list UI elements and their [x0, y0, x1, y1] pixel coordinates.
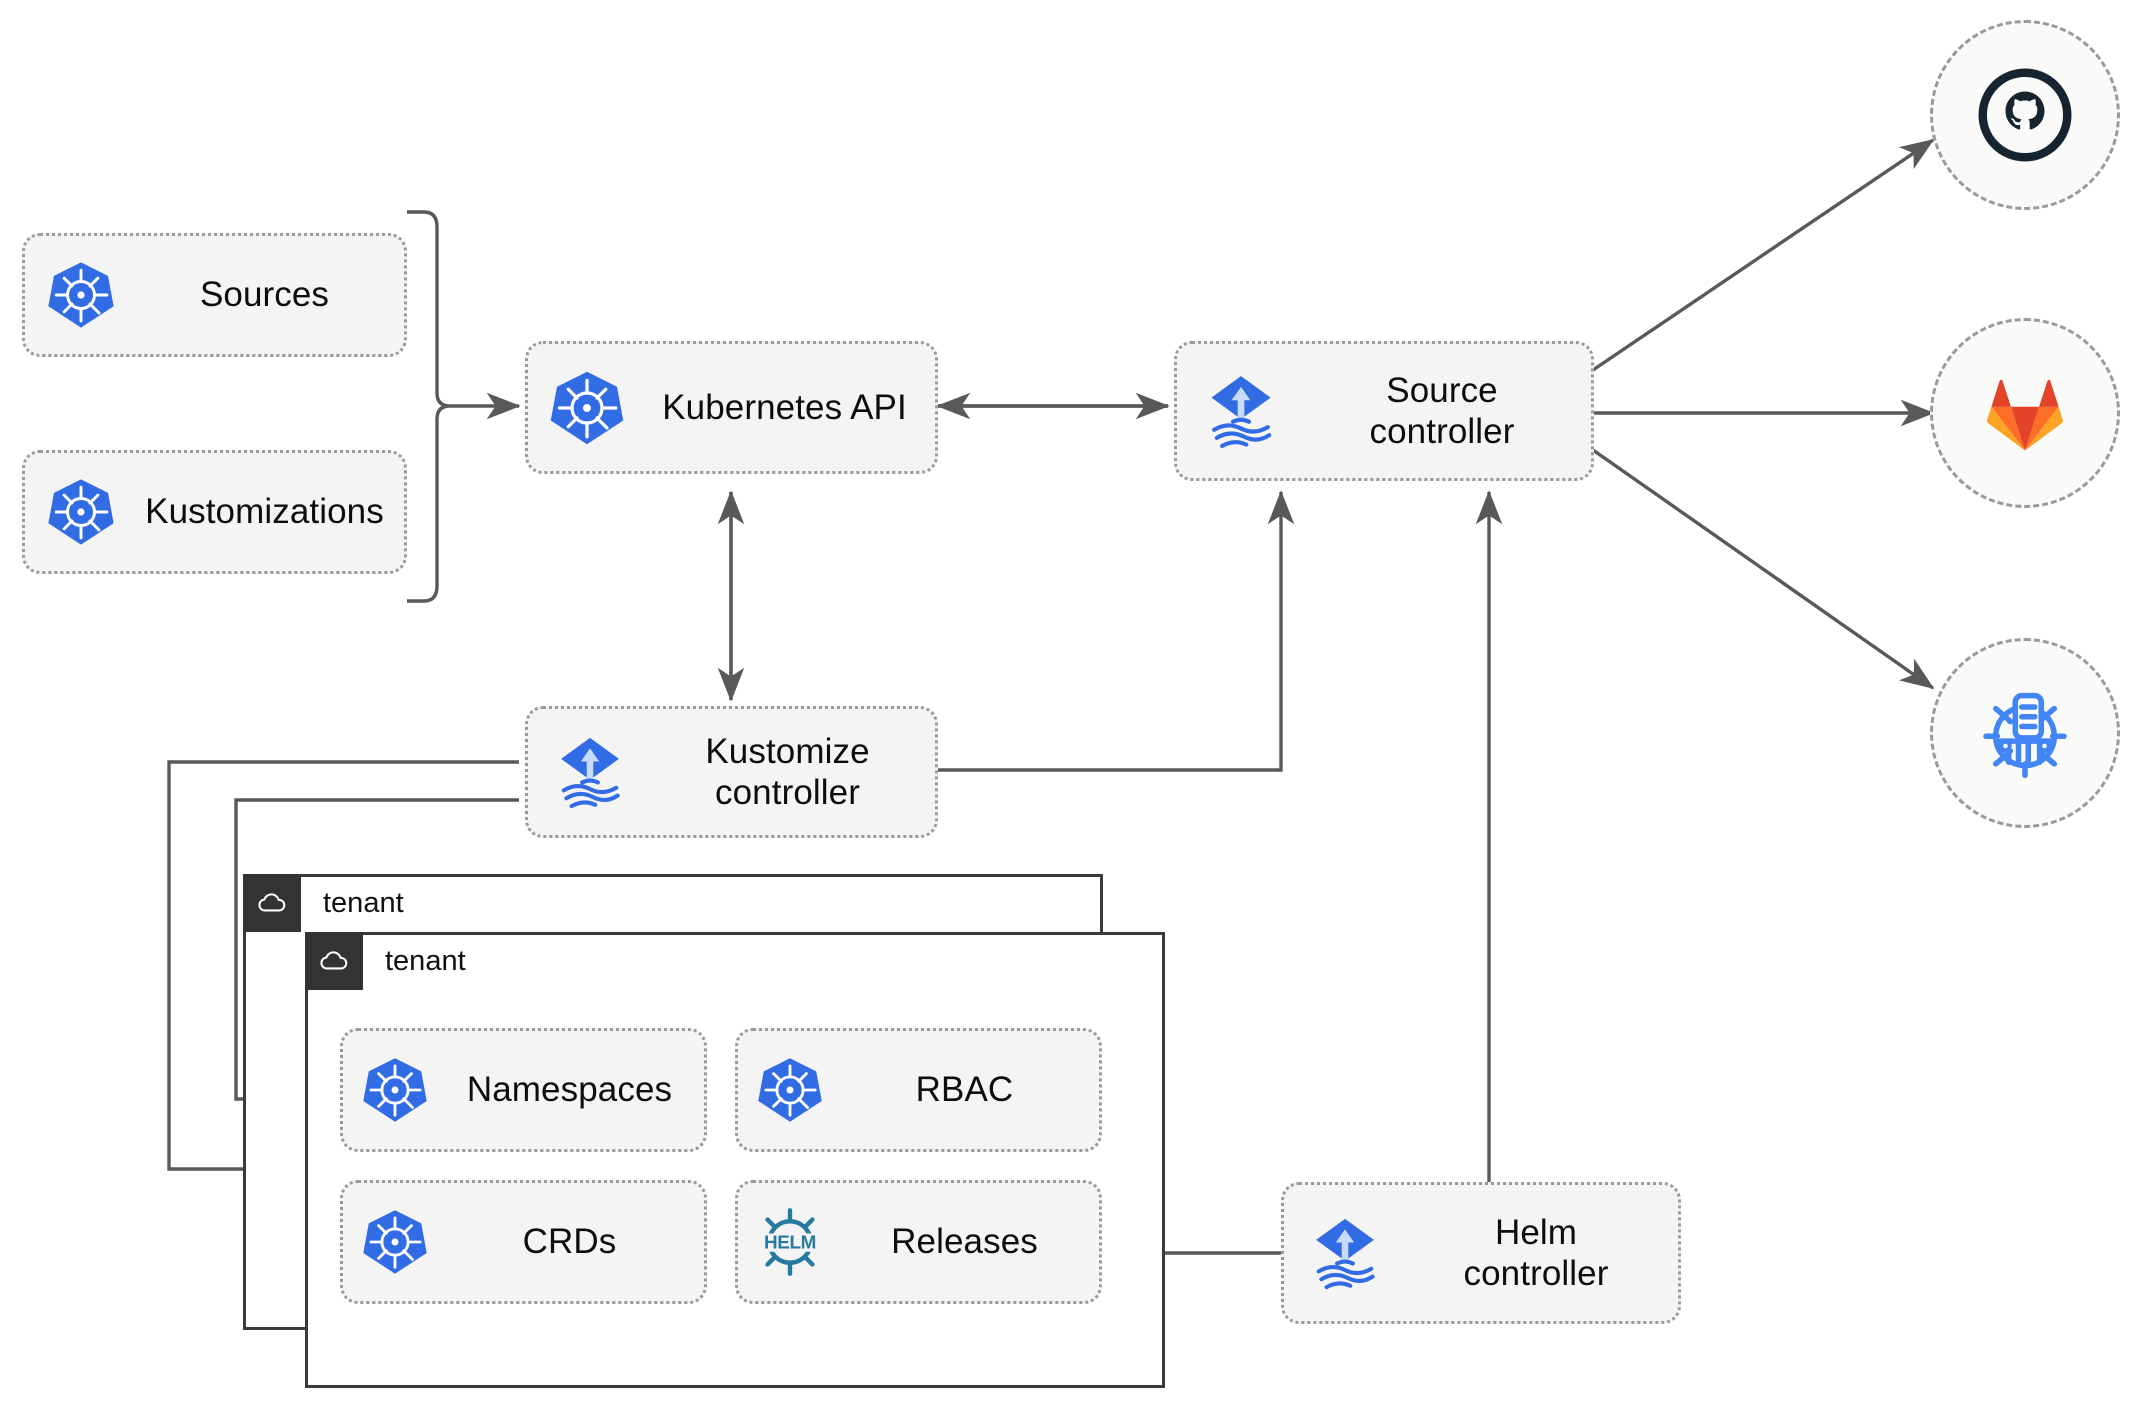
- provider-bucket[interactable]: [1930, 638, 2120, 828]
- tenant-frame-front: [305, 932, 1165, 1388]
- node-label: CRDs: [522, 1222, 617, 1262]
- node-label: Kustomize controller: [705, 731, 870, 812]
- bucket-icon: [1983, 692, 2067, 779]
- node-namespaces[interactable]: Namespaces: [340, 1028, 707, 1152]
- tenant-label: tenant: [323, 886, 404, 919]
- github-icon: [1978, 68, 2072, 162]
- node-label: Sources: [199, 275, 330, 315]
- node-label: Namespaces: [466, 1070, 673, 1110]
- node-kubernetes-api[interactable]: Kubernetes API: [525, 341, 938, 474]
- node-kustomize-controller[interactable]: Kustomize controller: [525, 706, 938, 838]
- tenant-header-back: tenant: [243, 874, 404, 932]
- node-kustomizations[interactable]: Kustomizations: [22, 450, 407, 574]
- node-label: Releases: [891, 1222, 1038, 1262]
- node-crds[interactable]: CRDs: [340, 1180, 707, 1304]
- kubernetes-icon: [25, 476, 137, 548]
- kubernetes-icon: [343, 1055, 447, 1125]
- provider-github[interactable]: [1930, 20, 2120, 210]
- provider-gitlab[interactable]: [1930, 318, 2120, 508]
- cloud-icon: [243, 874, 301, 932]
- cloud-icon: [305, 932, 363, 990]
- kubernetes-icon: [25, 259, 137, 331]
- svg-text:HELM: HELM: [764, 1233, 816, 1254]
- kubernetes-icon: [528, 368, 646, 448]
- flux-icon: [528, 730, 652, 814]
- node-label: Source controller: [1369, 370, 1515, 451]
- node-releases[interactable]: HELM Releases: [735, 1180, 1102, 1304]
- flux-icon: [1177, 368, 1305, 454]
- node-label: Helm controller: [1463, 1212, 1609, 1293]
- kubernetes-icon: [738, 1055, 842, 1125]
- tenant-label: tenant: [385, 944, 466, 977]
- gitlab-icon: [1987, 379, 2063, 451]
- node-sources[interactable]: Sources: [22, 233, 407, 357]
- tenant-header-front: tenant: [305, 932, 466, 990]
- node-label: RBAC: [915, 1070, 1014, 1110]
- node-helm-controller[interactable]: Helm controller: [1281, 1182, 1681, 1324]
- node-label: Kustomizations: [145, 492, 384, 532]
- kubernetes-icon: [343, 1207, 447, 1277]
- node-rbac[interactable]: RBAC: [735, 1028, 1102, 1152]
- helm-icon: HELM: [738, 1203, 842, 1281]
- node-source-controller[interactable]: Source controller: [1174, 341, 1594, 481]
- node-label: Kubernetes API: [662, 387, 907, 427]
- flux-icon: [1284, 1211, 1406, 1295]
